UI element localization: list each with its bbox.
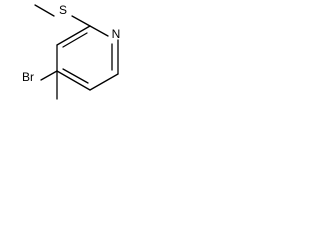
bromine-label: Br [22,70,34,84]
nitrogen-label: N [112,27,121,41]
bond-sulfur-c2 [71,15,91,27]
double-bond-c4-c5-inner [62,68,89,84]
bond-methyl-sulfur [34,4,55,17]
bond-bromine-c3 [40,70,58,81]
bond-c4-c5 [56,70,91,91]
bond-c2-c3 [56,25,91,46]
sulfur-label: S [59,3,67,17]
double-bond-c2-c3-inner [62,32,88,48]
bond-n-c2 [89,25,109,37]
chemical-structure-diagram: S Br N [22,3,121,100]
bond-c5-c6 [89,73,119,91]
